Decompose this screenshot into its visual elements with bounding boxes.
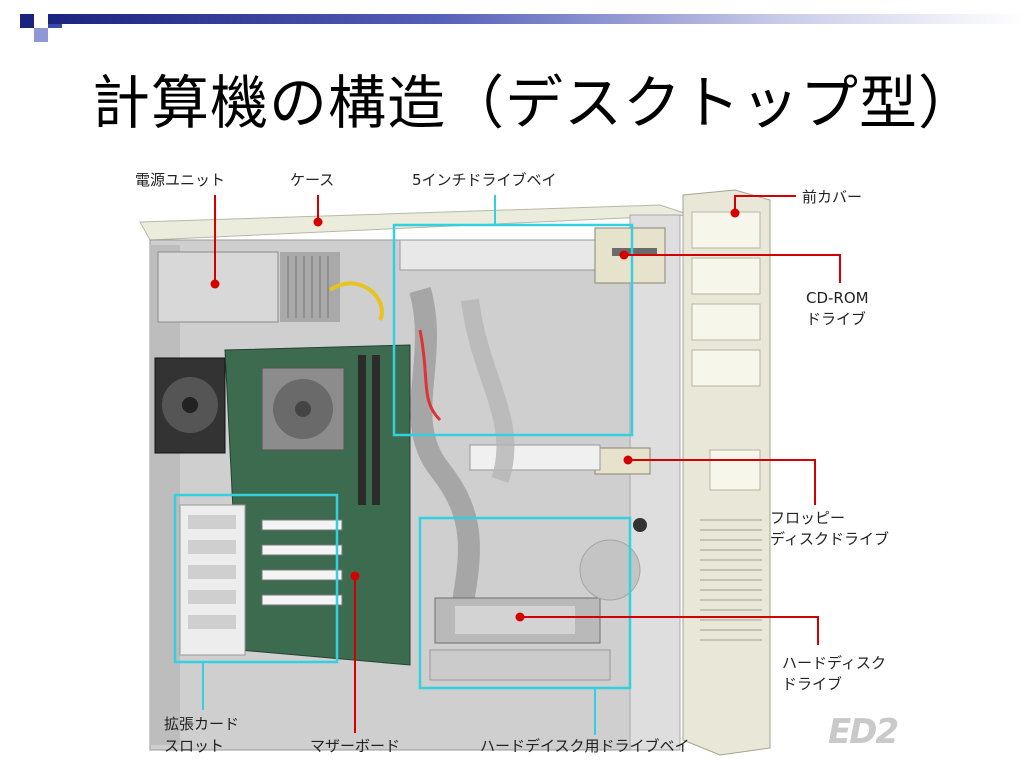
header-square-light [34,28,48,42]
expansion-slot-highlight [173,493,339,664]
label-hdd-line2: ドライブ [782,675,843,693]
expansion-bracket-area [179,504,246,656]
pci-slot [261,544,343,556]
bay-cage-upper [469,444,601,471]
pci-slot [261,569,343,581]
pci-slot [261,594,343,606]
front-cover-bay [709,449,761,491]
hdd-bay-floor [429,649,611,681]
front-cover-bay [691,211,761,249]
label-expansion-line2: スロット [164,737,225,755]
front-cover-bay [691,303,761,341]
header-square-dark [20,14,34,28]
label-cdrom-line2: ドライブ [806,310,867,328]
label-hdd-line1: ハードディスク [782,654,886,672]
ed2-logo: ED2 [828,712,899,752]
pci-slot [261,519,343,531]
label-front-cover: 前カバー [802,188,863,206]
ram-slot-2 [372,355,380,505]
ribbon-cables [409,286,480,622]
label-floppy-line1: フロッピー [770,509,846,527]
label-hdd-bay: ハードデイスク用ドライブベイ [480,737,690,755]
front-cover-bay [691,349,761,387]
psu-vent [280,252,340,322]
label-motherboard: マザーボード [310,737,401,755]
slide-title: 計算機の構造（デスクトップ型） [92,69,978,137]
front-cover-bay [691,257,761,295]
label-case: ケース [290,171,335,189]
header-bar [48,14,1024,24]
label-drive-bay-5inch: 5インチドライブベイ [412,171,557,189]
label-floppy-line2: ディスクドライブ [770,530,889,548]
case-front-rim [629,214,681,751]
label-expansion-line1: 拡張カード [164,715,240,733]
drive-bay-5inch-highlight [392,223,634,437]
label-power-supply: 電源ユニット [135,171,226,189]
hdd-bay-highlight [418,516,632,690]
label-cdrom-line1: CD-ROM [806,289,869,307]
ram-slot-1 [358,355,366,505]
